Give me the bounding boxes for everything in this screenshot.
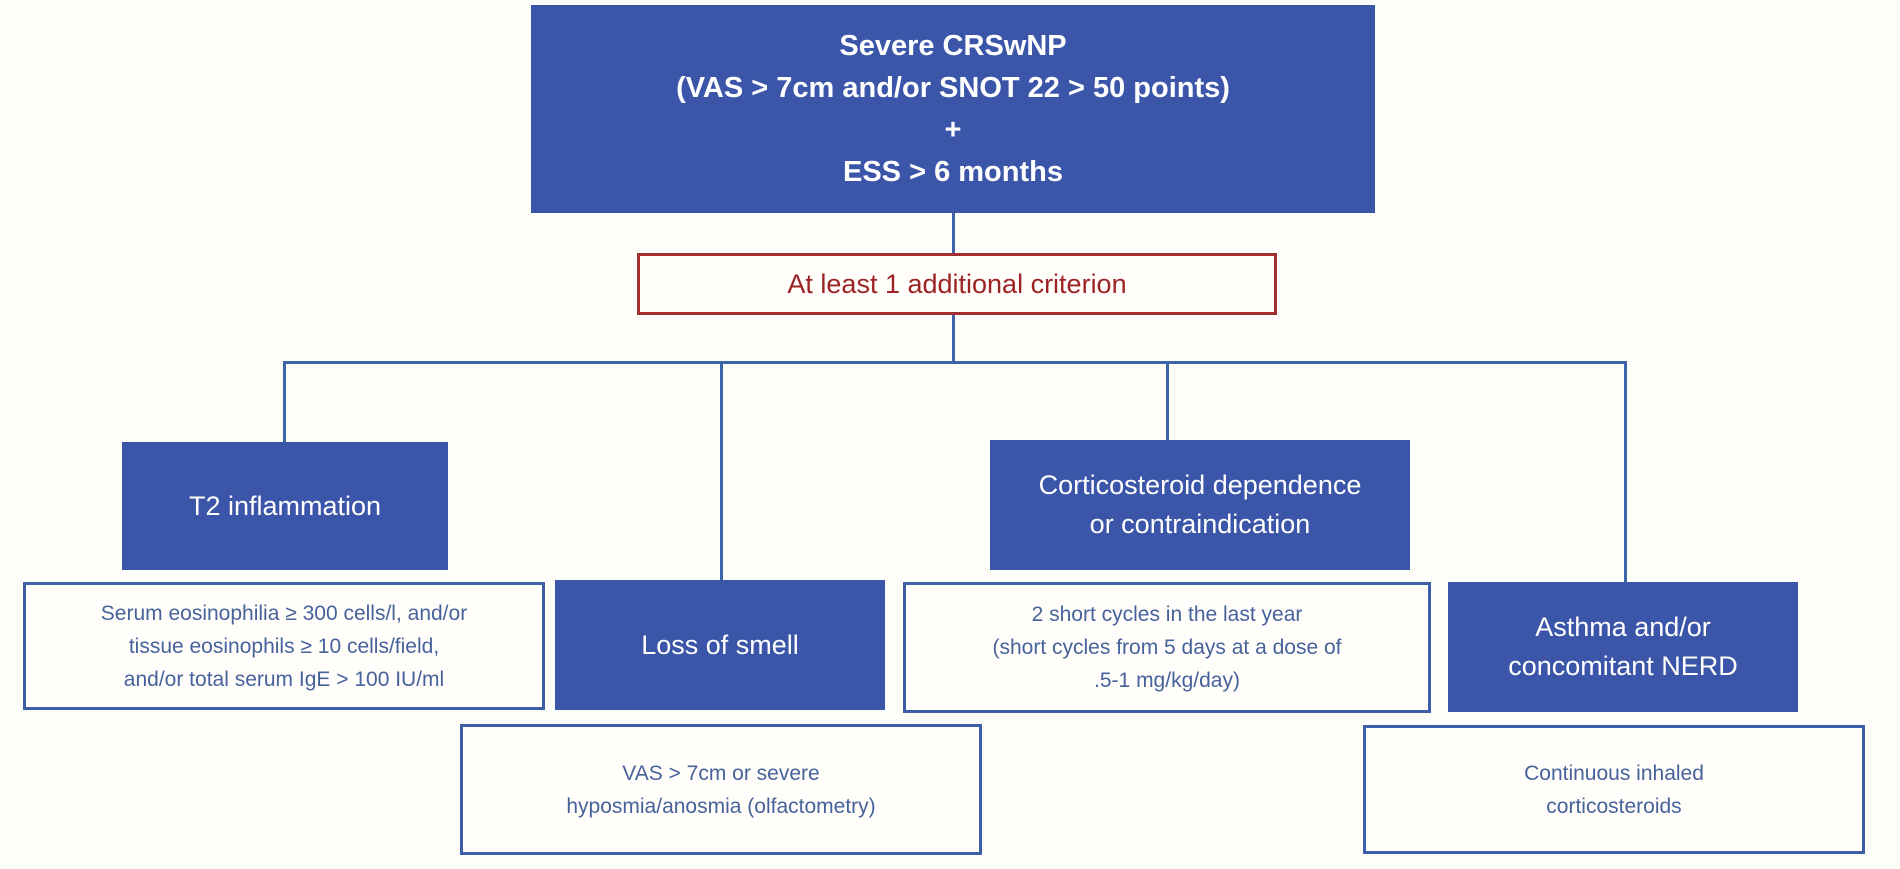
node-corticosteroid-dependence: Corticosteroid dependence or contraindic… — [990, 440, 1410, 570]
cortico-detail-3: .5-1 mg/kg/day) — [1094, 669, 1240, 692]
cortico-title-2: or contraindication — [1089, 509, 1311, 539]
detail-inhaled-corticosteroids: Continuous inhaled corticosteroids — [1363, 725, 1865, 854]
asthma-title-1: Asthma and/or — [1535, 612, 1711, 642]
root-line-2: (VAS > 7cm and/or SNOT 22 > 50 points) — [676, 72, 1230, 104]
connector-rail-to-asthma — [1624, 361, 1627, 583]
detail-loss-of-smell: VAS > 7cm or severe hyposmia/anosmia (ol… — [460, 724, 982, 855]
t2-detail-2: tissue eosinophils ≥ 10 cells/field, — [128, 634, 440, 658]
cortico-detail-1: 2 short cycles in the last year — [1031, 603, 1303, 626]
root-line-3: + — [944, 114, 962, 146]
cortico-title-1: Corticosteroid dependence — [1038, 470, 1362, 500]
root-node-severe-crswnp: Severe CRSwNP (VAS > 7cm and/or SNOT 22 … — [531, 5, 1375, 213]
connector-root-to-criterion — [952, 213, 955, 253]
t2-title: T2 inflammation — [188, 490, 382, 521]
connector-rail — [283, 361, 1627, 364]
smell-detail-2: hyposmia/anosmia (olfactometry) — [566, 794, 876, 818]
node-loss-of-smell: Loss of smell — [555, 580, 885, 710]
criterion-node: At least 1 additional criterion — [637, 253, 1277, 315]
asthma-detail-1: Continuous inhaled — [1524, 761, 1704, 785]
t2-detail-3: and/or total serum IgE > 100 IU/ml — [123, 667, 445, 691]
asthma-detail-2: corticosteroids — [1546, 794, 1682, 818]
smell-title: Loss of smell — [641, 629, 799, 660]
connector-rail-to-cortico — [1166, 361, 1169, 441]
root-line-1: Severe CRSwNP — [839, 30, 1067, 62]
cortico-detail-2: (short cycles from 5 days at a dose of — [992, 636, 1342, 659]
node-t2-inflammation: T2 inflammation — [122, 442, 448, 570]
t2-detail-1: Serum eosinophilia ≥ 300 cells/l, and/or — [100, 601, 468, 625]
root-line-4: ESS > 6 months — [843, 156, 1063, 188]
smell-detail-1: VAS > 7cm or severe — [622, 761, 820, 785]
criterion-label: At least 1 additional criterion — [787, 269, 1127, 299]
connector-rail-to-smell — [720, 361, 723, 581]
detail-corticosteroid-cycles: 2 short cycles in the last year (short c… — [903, 582, 1431, 713]
asthma-title-2: concomitant NERD — [1508, 651, 1738, 681]
detail-t2-criteria: Serum eosinophilia ≥ 300 cells/l, and/or… — [23, 582, 545, 710]
connector-rail-to-t2 — [283, 361, 286, 443]
connector-criterion-to-rail — [952, 315, 955, 363]
node-asthma-nerd: Asthma and/or concomitant NERD — [1448, 582, 1798, 712]
